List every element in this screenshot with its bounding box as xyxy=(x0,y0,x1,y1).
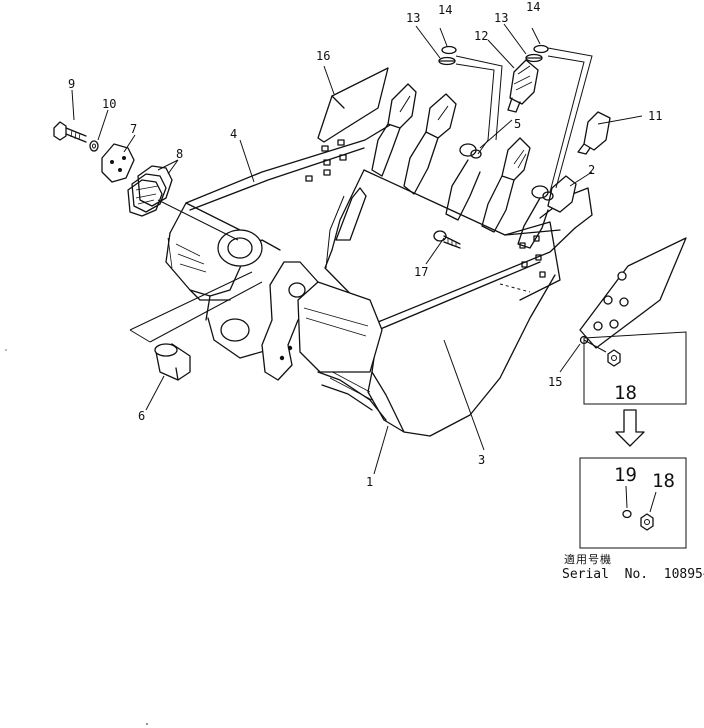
callout-3: 3 xyxy=(478,453,485,467)
callout-labels: 9 10 7 8 4 16 13 14 12 13 14 11 5 2 17 3… xyxy=(68,0,675,492)
side-panel-holes xyxy=(519,235,546,278)
side-cutter-16 xyxy=(317,67,389,143)
callout-7: 7 xyxy=(130,122,137,136)
callout-13b: 13 xyxy=(494,11,508,25)
callout-4: 4 xyxy=(230,127,237,141)
applicable-label: 適用号機 xyxy=(564,552,612,566)
lock-pins xyxy=(438,44,549,66)
replacement-box xyxy=(579,457,687,549)
shims-8 xyxy=(127,165,173,217)
bolt-17 xyxy=(433,230,461,249)
down-arrow-icon xyxy=(615,409,645,447)
callout-16: 16 xyxy=(316,49,330,63)
callout-19: 19 xyxy=(614,464,637,486)
plate-7 xyxy=(101,143,135,183)
washer-10 xyxy=(89,140,99,152)
callout-17: 17 xyxy=(414,265,428,279)
bolt-9 xyxy=(53,121,87,143)
callout-6: 6 xyxy=(138,409,145,423)
callout-5: 5 xyxy=(514,117,521,131)
callout-13a: 13 xyxy=(406,11,420,25)
tooth-part-12 xyxy=(507,59,539,113)
bushing-6 xyxy=(154,343,191,381)
callout-18a: 18 xyxy=(614,382,637,404)
callout-18b: 18 xyxy=(652,470,675,492)
callout-10: 10 xyxy=(102,97,116,111)
callout-15: 15 xyxy=(548,375,562,389)
leader-lines xyxy=(71,23,643,475)
bucket-body xyxy=(165,124,593,437)
callout-2: 2 xyxy=(588,163,595,177)
top-plate-bolt-holes xyxy=(305,139,347,182)
callout-14a: 14 xyxy=(438,3,452,17)
callout-8: 8 xyxy=(176,147,183,161)
callout-11: 11 xyxy=(648,109,662,123)
callout-12: 12 xyxy=(474,29,488,43)
tooth-part-11 xyxy=(577,111,611,155)
serial-note: 適用号機 Serial No. 10895~ xyxy=(562,552,704,582)
callout-9: 9 xyxy=(68,77,75,91)
callout-14b: 14 xyxy=(526,0,540,14)
teeth-assembly xyxy=(371,83,577,249)
nut-box-18 xyxy=(583,331,687,405)
callout-1: 1 xyxy=(366,475,373,489)
serial-number: Serial No. 10895~ xyxy=(562,567,704,582)
side-cutter-right xyxy=(579,237,687,349)
